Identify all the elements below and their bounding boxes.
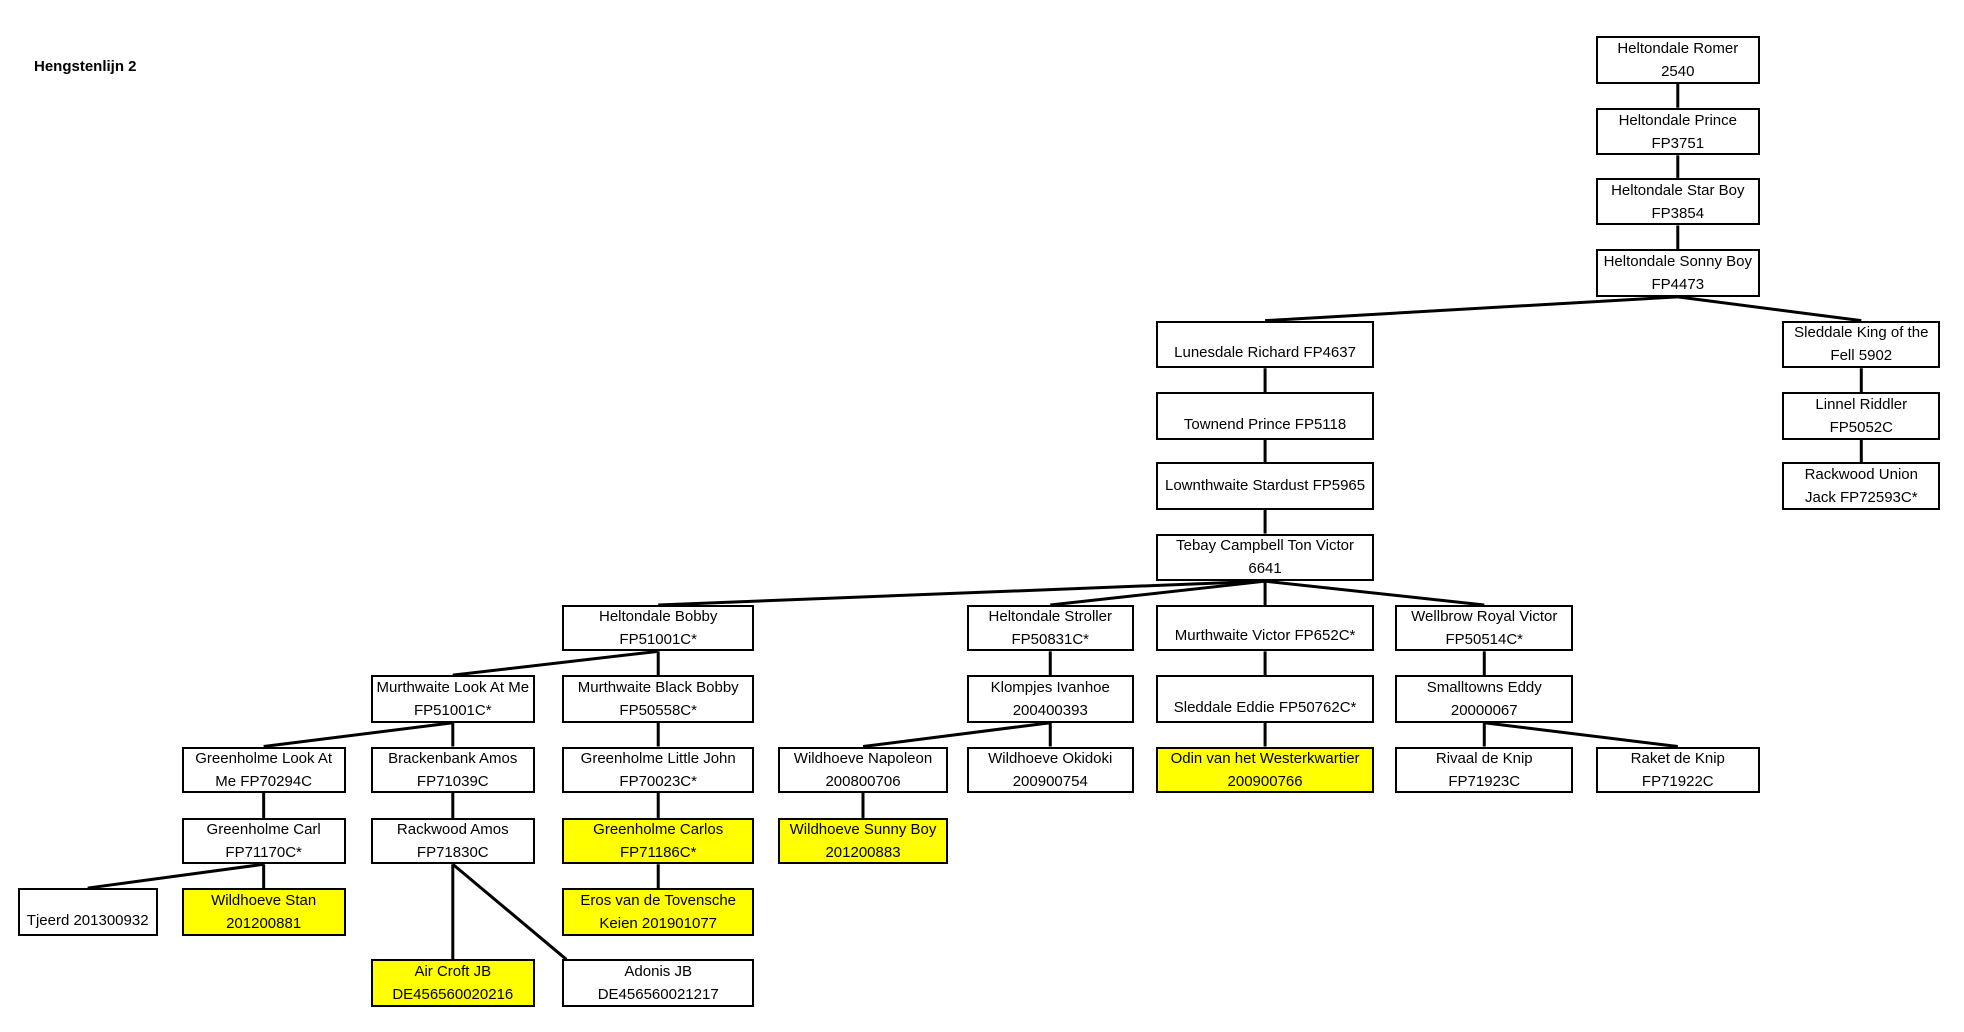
horse-node-raket: Raket de Knip FP71922C	[1595, 746, 1760, 793]
horse-node-wellbrow: Wellbrow Royal Victor FP50514C*	[1395, 604, 1574, 652]
horse-node-label: Townend Prince FP5118	[1183, 415, 1347, 433]
horse-node-carl: Greenholme Carl FP71170C*	[181, 817, 346, 865]
horse-node-greenlook: Greenholme Look At Me FP70294C	[181, 746, 346, 793]
horse-node-stan: Wildhoeve Stan 201200881	[181, 888, 346, 936]
horse-node-romer: Heltondale Romer 2540	[1595, 36, 1760, 84]
horse-node-lookatme: Murthwaite Look At Me FP51001C*	[370, 675, 535, 723]
horse-node-label: Murthwaite Look At Me FP51001C*	[376, 678, 530, 719]
horse-node-label: Greenholme Carl FP71170C*	[206, 821, 321, 862]
horse-node-label: Wildhoeve Napoleon 200800706	[793, 749, 933, 790]
horse-node-label: Greenholme Carlos FP71186C*	[593, 821, 724, 862]
horse-node-napoleon: Wildhoeve Napoleon 200800706	[777, 746, 949, 793]
horse-node-starboy: Heltondale Star Boy FP3854	[1595, 177, 1760, 226]
horse-node-label: Greenholme Look At Me FP70294C	[195, 749, 333, 790]
connector-carl-tjeerd	[87, 862, 264, 890]
horse-node-label: Murthwaite Victor FP652C*	[1174, 627, 1356, 645]
horse-node-label: Tebay Campbell Ton Victor 6641	[1176, 537, 1354, 578]
horse-node-tjeerd: Tjeerd 201300932	[17, 888, 158, 936]
horse-node-label: Wellbrow Royal Victor FP50514C*	[1411, 608, 1558, 649]
horse-node-label: Wildhoeve Okidoki 200900754	[988, 749, 1113, 790]
connector-tebay-wellbrow	[1264, 579, 1485, 607]
horse-node-prince: Heltondale Prince FP3751	[1595, 107, 1760, 156]
horse-node-lownthwaite: Lownthwaite Stardust FP5965	[1156, 462, 1375, 510]
horse-node-label: Lunesdale Richard FP4637	[1174, 344, 1356, 362]
horse-node-townend: Townend Prince FP5118	[1156, 392, 1375, 440]
horse-node-label: Adonis JB DE456560021217	[597, 963, 719, 1004]
horse-node-rackamos: Rackwood Amos FP71830C	[370, 817, 535, 865]
horse-node-sonny: Heltondale Sonny Boy FP4473	[1595, 249, 1760, 297]
horse-node-sleddaleking: Sleddale King of the Fell 5902	[1782, 320, 1941, 369]
horse-node-label: Wildhoeve Sunny Boy 201200883	[789, 821, 937, 862]
horse-node-label: Air Croft JB DE456560020216	[392, 963, 514, 1004]
horse-node-rackwoodunion: Rackwood Union Jack FP72593C*	[1782, 462, 1941, 510]
horse-node-label: Greenholme Little John FP70023C*	[580, 749, 736, 790]
horse-node-label: Sleddale King of the Fell 5902	[1794, 324, 1929, 365]
horse-node-carlos: Greenholme Carlos FP71186C*	[562, 817, 755, 865]
horse-node-stroller: Heltondale Stroller FP50831C*	[966, 604, 1134, 652]
horse-node-murthvictor: Murthwaite Victor FP652C*	[1156, 604, 1375, 652]
connector-rackamos-adonis	[451, 863, 568, 961]
sheet-title: Hengstenlijn 2	[34, 58, 137, 75]
horse-node-rivaal: Rivaal de Knip FP71923C	[1395, 746, 1574, 793]
horse-node-label: Heltondale Romer 2540	[1617, 40, 1739, 81]
horse-node-label: Eros van de Tovensche Keien 201901077	[580, 891, 737, 932]
horse-node-label: Heltondale Prince FP3751	[1618, 111, 1737, 152]
horse-node-label: Rivaal de Knip FP71923C	[1435, 749, 1533, 790]
horse-node-label: Murthwaite Black Bobby FP50558C*	[577, 678, 739, 719]
connector-lookatme-greenlook	[263, 721, 453, 749]
horse-node-label: Klompjes Ivanhoe 200400393	[990, 678, 1110, 719]
horse-node-label: Sleddale Eddie FP50762C*	[1173, 698, 1357, 716]
connector-sonny-sleddaleking	[1677, 295, 1862, 323]
horse-node-label: Rackwood Union Jack FP72593C*	[1804, 465, 1918, 506]
horse-node-label: Heltondale Star Boy FP3854	[1611, 181, 1745, 222]
connector-bobby-lookatme	[452, 649, 659, 677]
horse-node-ivanhoe: Klompjes Ivanhoe 200400393	[966, 675, 1134, 723]
horse-node-blackbobby: Murthwaite Black Bobby FP50558C*	[562, 675, 755, 723]
connector-sonny-lunesdale	[1264, 295, 1678, 323]
horse-node-linnel: Linnel Riddler FP5052C	[1782, 392, 1941, 440]
horse-node-adonis: Adonis JB DE456560021217	[562, 959, 755, 1008]
horse-node-sunnyboy: Wildhoeve Sunny Boy 201200883	[777, 817, 949, 865]
horse-node-label: Brackenbank Amos FP71039C	[388, 749, 518, 790]
horse-node-smalltowns: Smalltowns Eddy 20000067	[1395, 675, 1574, 723]
horse-node-label: Heltondale Stroller FP50831C*	[988, 608, 1112, 649]
connector-smalltowns-raket	[1484, 721, 1678, 749]
horse-node-eddie: Sleddale Eddie FP50762C*	[1156, 675, 1375, 723]
horse-node-aircroft: Air Croft JB DE456560020216	[370, 959, 535, 1008]
horse-node-label: Lownthwaite Stardust FP5965	[1165, 477, 1366, 495]
connector-tebay-bobby	[658, 579, 1266, 607]
horse-node-label: Tjeerd 201300932	[26, 911, 149, 929]
horse-node-okidoki: Wildhoeve Okidoki 200900754	[966, 746, 1134, 793]
horse-node-label: Heltondale Sonny Boy FP4473	[1603, 253, 1752, 294]
horse-node-label: Smalltowns Eddy 20000067	[1426, 678, 1542, 719]
horse-node-label: Wildhoeve Stan 201200881	[211, 891, 317, 932]
horse-node-label: Odin van het Westerkwartier 200900766	[1170, 749, 1360, 790]
horse-node-tebay: Tebay Campbell Ton Victor 6641	[1156, 533, 1375, 582]
horse-node-label: Heltondale Bobby FP51001C*	[598, 608, 718, 649]
horse-node-label: Linnel Riddler FP5052C	[1815, 395, 1908, 436]
horse-node-lunesdale: Lunesdale Richard FP4637	[1156, 320, 1375, 369]
horse-node-eros: Eros van de Tovensche Keien 201901077	[562, 888, 755, 936]
horse-node-label: Rackwood Amos FP71830C	[396, 821, 509, 862]
connector-tebay-stroller	[1050, 579, 1266, 607]
horse-node-brackenbank: Brackenbank Amos FP71039C	[370, 746, 535, 793]
horse-node-littlejohn: Greenholme Little John FP70023C*	[562, 746, 755, 793]
horse-node-odin: Odin van het Westerkwartier 200900766	[1156, 746, 1375, 793]
horse-node-label: Raket de Knip FP71922C	[1630, 749, 1725, 790]
horse-node-bobby: Heltondale Bobby FP51001C*	[562, 604, 755, 652]
connector-ivanhoe-napoleon	[862, 721, 1051, 749]
